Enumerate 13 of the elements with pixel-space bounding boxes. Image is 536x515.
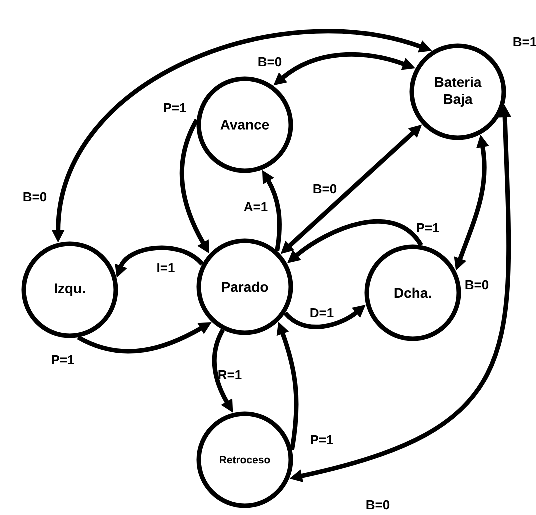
edge-label: D=1: [310, 308, 334, 318]
edge-label: B=0: [366, 500, 390, 510]
edge-label: P=1: [164, 104, 186, 112]
edge-label: B=0: [24, 192, 47, 202]
edge-label: P=1: [417, 224, 440, 232]
edge-label: P=1: [52, 356, 74, 364]
edge-label: I=1: [158, 264, 175, 272]
edge-label: P=1: [311, 436, 334, 444]
edge-label: B=0: [466, 280, 489, 290]
edge-label: B=0: [314, 184, 337, 194]
edge-label: R=1: [218, 370, 242, 380]
edge-label: A=1: [244, 202, 268, 212]
edge-label: B=0: [258, 57, 282, 67]
